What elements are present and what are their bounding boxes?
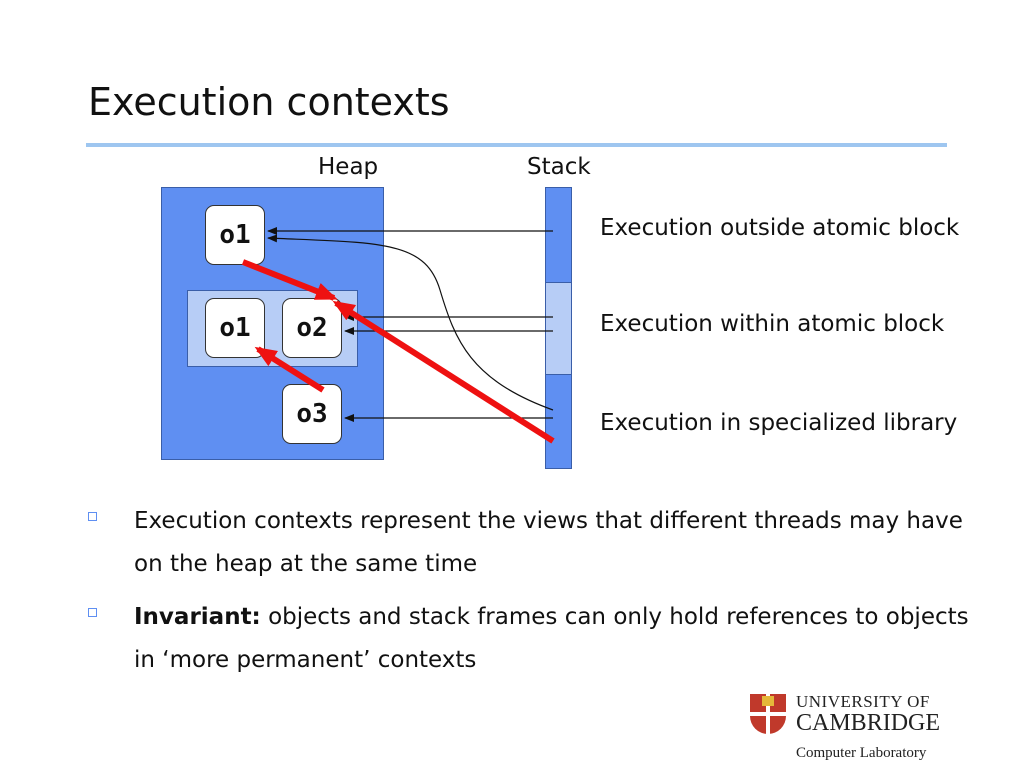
object-o1-top: o1 (205, 205, 265, 265)
bullet-list: Execution contexts represent the views t… (88, 500, 988, 692)
logo-line-computer-laboratory: Computer Laboratory (796, 745, 927, 761)
bullet-item: Invariant: objects and stack frames can … (88, 596, 988, 682)
stack-label-within-atomic: Execution within atomic block (600, 311, 945, 337)
ref-curve-library-to-o1 (267, 234, 554, 411)
slide-title: Execution contexts (88, 80, 450, 124)
invalid-ref-o1-to-o2 (241, 259, 338, 301)
heap-label: Heap (318, 154, 379, 180)
cambridge-shield-icon (750, 694, 786, 734)
stack-label-specialized-library: Execution in specialized library (600, 410, 958, 436)
invalid-ref-o3-to-o1 (254, 346, 325, 393)
object-o3: o3 (282, 384, 342, 444)
logo-line-university-of: UNIVERSITY OF (796, 692, 930, 711)
bullet-text: objects and stack frames can only hold r… (134, 604, 969, 673)
bullet-item: Execution contexts represent the views t… (88, 500, 988, 586)
invalid-ref-stack-to-o2 (332, 300, 555, 444)
bullet-marker-icon (88, 512, 97, 521)
object-o2-inner: o2 (282, 298, 342, 358)
logo-line-cambridge: CAMBRIDGE (796, 710, 941, 736)
title-underline (86, 143, 947, 147)
bullet-marker-icon (88, 608, 97, 617)
stack-label-outside-atomic: Execution outside atomic block (600, 215, 960, 241)
stack-label: Stack (527, 154, 591, 180)
bullet-text: Execution contexts represent the views t… (134, 508, 963, 577)
stack-atomic-frame (545, 282, 572, 375)
bullet-lead: Invariant: (134, 604, 261, 630)
